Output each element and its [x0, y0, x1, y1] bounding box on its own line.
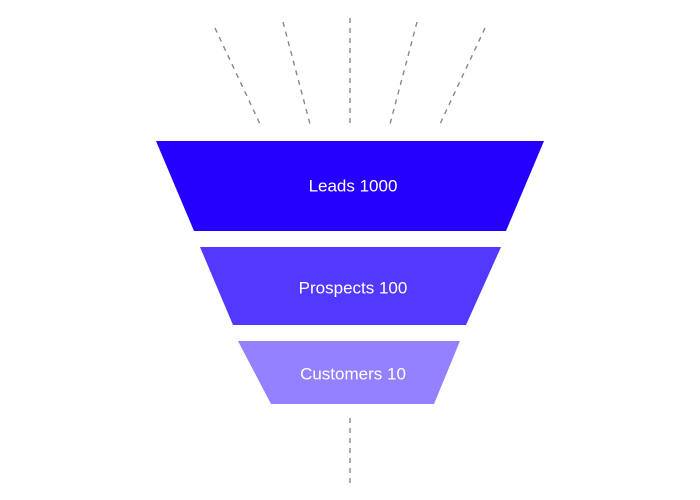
funnel-stage-prospects-label: Prospects 100: [299, 278, 408, 297]
incoming-line-1: [214, 27, 261, 125]
funnel-stage-leads: Leads 1000: [156, 141, 544, 231]
funnel-stage-leads-label: Leads 1000: [309, 176, 398, 195]
incoming-line-5: [439, 27, 486, 125]
funnel-stage-prospects: Prospects 100: [200, 247, 501, 325]
incoming-lines: [214, 18, 486, 125]
funnel-stage-leads-shape: [156, 141, 544, 231]
incoming-line-4: [389, 21, 418, 125]
funnel-stage-prospects-shape: [200, 247, 501, 325]
funnel-stage-customers-shape: [238, 341, 460, 404]
incoming-line-2: [282, 21, 311, 125]
funnel-stage-customers: Customers 10: [238, 341, 460, 404]
funnel-stage-customers-label: Customers 10: [300, 364, 406, 383]
